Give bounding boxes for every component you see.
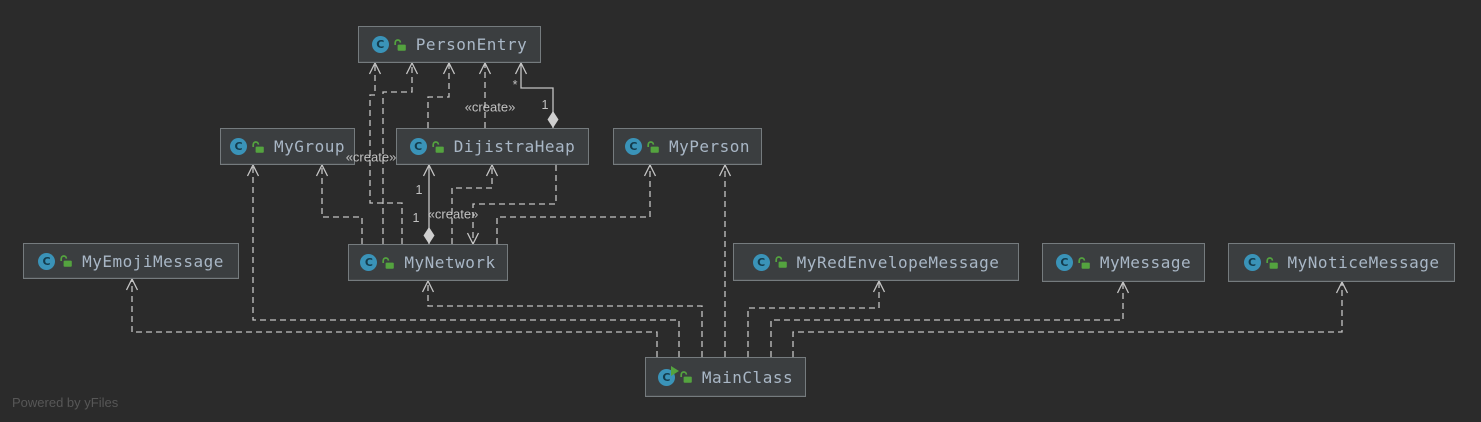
class-icon: C xyxy=(409,138,427,155)
arrowhead xyxy=(872,279,886,293)
aggregation-diamond xyxy=(547,111,559,128)
arrowhead xyxy=(315,163,329,177)
edge-dependency-mainclass-to-mynetwork xyxy=(421,279,703,357)
arrowhead xyxy=(718,163,732,177)
open-lock-icon xyxy=(432,140,444,153)
class-node-mygroup[interactable]: C MyGroup xyxy=(220,128,355,165)
arrowhead xyxy=(125,277,139,291)
aggregation-diamond xyxy=(423,227,435,244)
edge-create-dependency-dijistraheap-to-personentry xyxy=(478,61,492,128)
open-lock-icon xyxy=(647,140,659,153)
node-icons: C xyxy=(38,252,73,270)
node-icons: C xyxy=(657,365,693,386)
open-lock-icon xyxy=(252,140,264,153)
class-name-label: MyPerson xyxy=(668,137,751,156)
node-icons: C xyxy=(1055,254,1091,271)
class-icon: C xyxy=(360,254,378,271)
arrowhead xyxy=(422,163,436,177)
edge-dependency-mainclass-to-mygroup xyxy=(246,163,680,357)
class-node-myemojimessage[interactable]: C MyEmojiMessage xyxy=(23,243,239,279)
node-icons: C xyxy=(360,254,395,271)
class-name-label: MyRedEnvelopeMessage xyxy=(796,252,1000,272)
arrowhead xyxy=(421,279,435,293)
class-node-myredenvelopemessage[interactable]: C MyRedEnvelopeMessage xyxy=(733,243,1019,281)
arrowhead xyxy=(442,61,456,75)
class-node-mynoticemessage[interactable]: C MyNoticeMessage xyxy=(1228,243,1455,282)
edge-dependency-mainclass-to-mymessage xyxy=(770,280,1130,357)
edge-aggregation-mynetwork-to-dijistraheap xyxy=(422,163,436,244)
arrowhead xyxy=(246,163,260,177)
edge-aggregation-dijistraheap-to-personentry xyxy=(514,61,559,128)
class-node-mainclass[interactable]: C MainClass xyxy=(645,357,806,397)
arrowhead xyxy=(1116,280,1130,294)
edge-create-dependency-mynetwork-to-personentry xyxy=(368,61,403,244)
edge-dependency-mainclass-to-myemojimessage xyxy=(125,277,658,357)
open-lock-icon xyxy=(60,255,72,267)
yfiles-watermark: Powered by yFiles xyxy=(12,395,119,410)
open-lock-icon xyxy=(775,256,787,268)
arrowhead xyxy=(485,163,499,177)
class-icon: C xyxy=(371,36,389,53)
class-node-personentry[interactable]: C PersonEntry xyxy=(358,26,541,63)
class-icon: C xyxy=(1055,254,1073,271)
class-node-mymessage[interactable]: C MyMessage xyxy=(1042,243,1205,282)
class-node-mynetwork[interactable]: C MyNetwork xyxy=(348,244,508,281)
class-icon: C xyxy=(230,138,248,155)
arrowhead xyxy=(514,61,528,75)
class-icon: C xyxy=(657,365,679,386)
class-name-label: MyEmojiMessage xyxy=(82,251,224,271)
class-name-label: PersonEntry xyxy=(415,35,528,54)
open-lock-icon xyxy=(1078,256,1090,269)
arrowhead xyxy=(1335,280,1349,294)
node-icons: C xyxy=(752,253,788,271)
edge-dependency-dijistraheap-to-personentry xyxy=(427,61,456,128)
class-icon: C xyxy=(38,252,56,270)
node-icons: C xyxy=(230,138,265,155)
class-name-label: MyNoticeMessage xyxy=(1287,253,1440,272)
node-icons: C xyxy=(409,138,445,155)
class-name-label: DijistraHeap xyxy=(453,137,576,156)
node-icons: C xyxy=(624,138,660,155)
edge-dependency-mynetwork-to-mygroup xyxy=(315,163,363,244)
class-icon: C xyxy=(624,138,642,155)
class-name-label: MyMessage xyxy=(1099,253,1192,272)
arrowhead xyxy=(643,163,657,177)
edge-dependency-mainclass-to-myperson xyxy=(718,163,732,357)
run-overlay-icon xyxy=(670,365,679,376)
class-name-label: MyNetwork xyxy=(404,253,496,272)
edge-dependency-mynetwork-to-myperson xyxy=(496,163,657,244)
arrowhead xyxy=(405,61,419,75)
class-node-dijistraheap[interactable]: C DijistraHeap xyxy=(396,128,589,165)
arrowhead xyxy=(368,61,382,75)
edge-dependency-mynetwork-to-dijistraheap xyxy=(451,163,499,244)
edge-dependency-mynetwork-to-personentry xyxy=(382,61,419,244)
class-icon: C xyxy=(752,253,770,271)
edge-dependency-mainclass-to-myredenvelopemessage xyxy=(747,279,886,357)
open-lock-icon xyxy=(1265,256,1278,269)
open-lock-icon xyxy=(680,371,692,383)
edge-dependency-mainclass-to-mynoticemessage xyxy=(792,280,1349,357)
arrowhead xyxy=(478,61,492,75)
open-lock-icon xyxy=(382,256,395,269)
class-icon: C xyxy=(1243,254,1261,271)
edge-create-dependency-dijistraheap-to-mynetwork xyxy=(466,165,557,246)
node-icons: C xyxy=(1243,254,1279,271)
class-name-label: MyGroup xyxy=(274,137,345,156)
class-node-myperson[interactable]: C MyPerson xyxy=(613,128,762,165)
open-lock-icon xyxy=(394,38,406,51)
node-icons: C xyxy=(371,36,407,53)
class-name-label: MainClass xyxy=(701,367,794,387)
